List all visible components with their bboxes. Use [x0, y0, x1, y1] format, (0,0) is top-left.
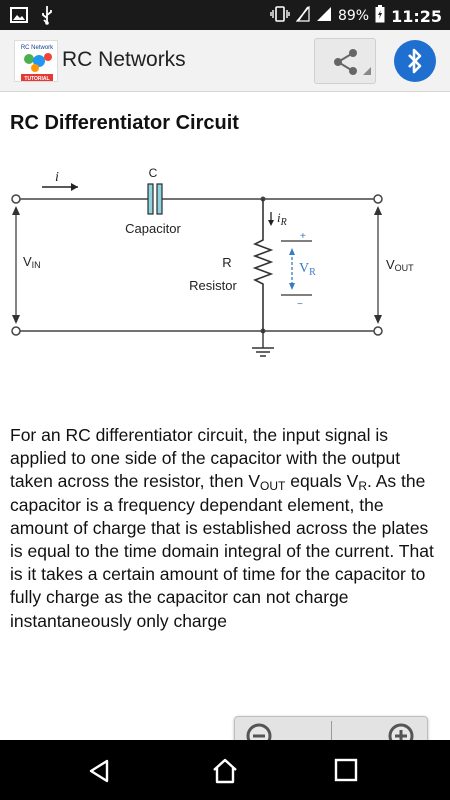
home-icon — [210, 758, 240, 790]
back-button[interactable] — [85, 757, 113, 785]
signal-icon — [316, 6, 332, 26]
svg-text:TUTORIAL: TUTORIAL — [24, 76, 49, 82]
usb-icon — [40, 5, 54, 29]
description-paragraph: For an RC differentiator circuit, the in… — [10, 425, 434, 631]
circuit-diagram: C Capacitor i R Resistor iR + − VR VIN V — [11, 166, 414, 357]
app-bar: RC Network TUTORIAL RC Networks — [0, 30, 450, 92]
svg-text:C: C — [149, 166, 158, 180]
battery-icon — [375, 5, 385, 27]
bluetooth-button[interactable] — [394, 40, 436, 82]
navigation-bar — [0, 740, 450, 800]
svg-text:VIN: VIN — [23, 254, 41, 270]
app-title: RC Networks — [62, 48, 186, 71]
content-area[interactable]: RC Differentiator Circuit C Capacitor i … — [0, 92, 450, 758]
battery-percent: 89% — [337, 8, 370, 24]
svg-text:VOUT: VOUT — [386, 257, 414, 273]
svg-text:Resistor: Resistor — [189, 278, 237, 293]
bluetooth-icon — [405, 47, 425, 79]
svg-text:+: + — [300, 231, 306, 242]
svg-text:−: − — [297, 299, 303, 310]
status-bar: 89% 11:25 — [0, 0, 450, 30]
page-title: RC Differentiator Circuit — [10, 112, 239, 134]
svg-text:i: i — [55, 170, 59, 185]
dropdown-corner-icon — [363, 60, 371, 79]
recent-apps-button[interactable] — [334, 758, 358, 782]
svg-text:RC Network: RC Network — [21, 45, 54, 51]
home-button[interactable] — [210, 756, 240, 786]
share-icon — [331, 47, 361, 81]
gallery-icon — [10, 7, 28, 27]
svg-text:Capacitor: Capacitor — [125, 221, 181, 236]
zoom-divider — [331, 721, 332, 755]
svg-text:iR: iR — [277, 210, 287, 228]
share-button[interactable] — [314, 38, 376, 84]
clock: 11:25 — [391, 6, 442, 26]
svg-text:VR: VR — [299, 261, 316, 278]
svg-text:R: R — [222, 255, 231, 270]
recent-apps-icon — [334, 758, 358, 786]
vibrate-icon — [270, 6, 290, 26]
back-icon — [85, 759, 113, 789]
app-logo: RC Network TUTORIAL — [14, 40, 58, 82]
no-sim-icon — [295, 5, 310, 26]
